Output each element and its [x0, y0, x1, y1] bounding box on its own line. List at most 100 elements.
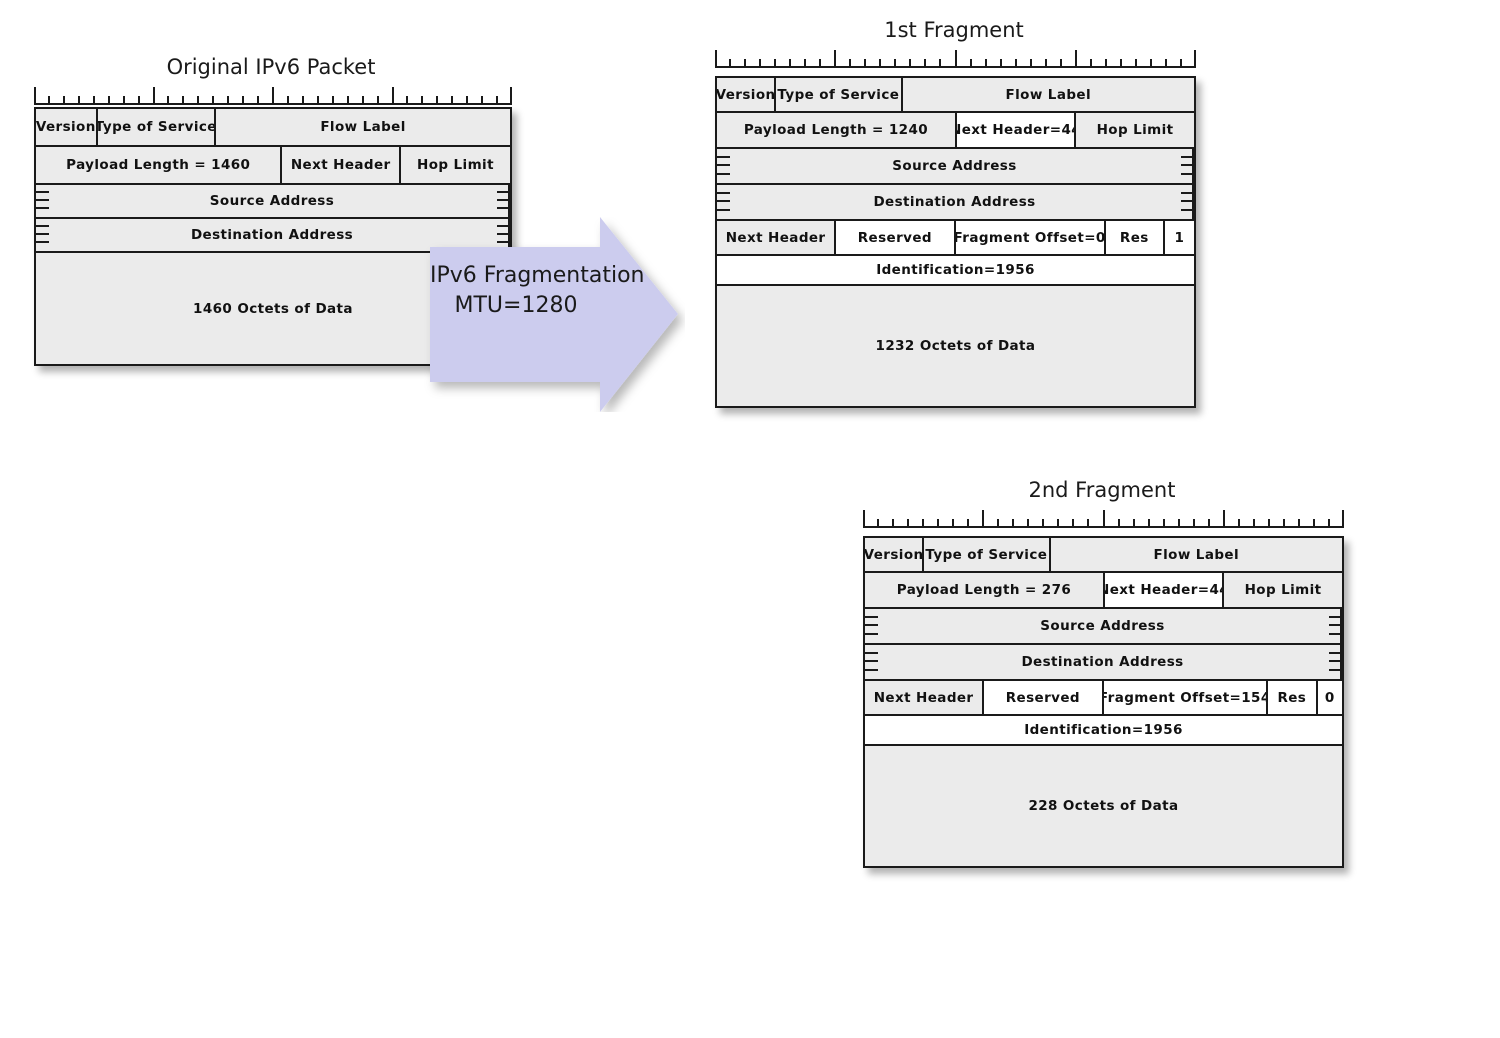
ruler-tick-minor: [406, 96, 409, 105]
ruler-tick-minor: [242, 96, 245, 105]
ruler-tick-minor: [939, 59, 942, 68]
ruler-tick-minor: [62, 96, 65, 105]
ruler-tick-minor: [122, 96, 125, 105]
ruler-tick-major: [863, 510, 865, 528]
field-cell: Flow Label: [216, 109, 510, 145]
row-source-address: Source Address: [865, 609, 1342, 645]
field-cell: Next Header: [282, 147, 401, 183]
ruler-tick-minor: [984, 59, 987, 68]
ruler-tick-minor: [849, 59, 852, 68]
ruler-tick-minor: [376, 96, 379, 105]
field-cell: Res: [1105, 221, 1165, 254]
ruler-tick-minor: [922, 519, 925, 528]
ruler-tick-minor: [1072, 519, 1075, 528]
ruler-tick-minor: [1014, 59, 1017, 68]
ruler-tick-minor: [877, 519, 880, 528]
ruler-tick-minor: [286, 96, 289, 105]
bit-ruler-fragment1: [715, 50, 1196, 68]
ruler-tick-major: [152, 87, 155, 105]
ruler-tick-minor: [1134, 59, 1137, 68]
field-cell: Source Address: [865, 609, 1342, 643]
ruler-tick-minor: [421, 96, 424, 105]
ruler-tick-major: [715, 50, 717, 68]
ruler-tick-minor: [1327, 519, 1330, 528]
ruler-tick-minor: [1087, 519, 1090, 528]
field-cell: Reserved: [984, 681, 1104, 714]
row-source-address: Source Address: [36, 185, 510, 219]
field-cell: Next Header: [865, 681, 985, 714]
ruler-tick-minor: [1119, 59, 1122, 68]
row-destination-address: Destination Address: [717, 185, 1194, 221]
ruler-tick-minor: [182, 96, 185, 105]
field-cell: Payload Length = 1460: [36, 147, 283, 183]
field-cell: Payload Length = 1240: [717, 113, 957, 147]
ruler-tick-major: [1102, 510, 1105, 528]
arrow-shape-icon: [430, 217, 678, 412]
ruler-tick-minor: [1042, 519, 1045, 528]
field-cell: Flow Label: [1050, 538, 1342, 571]
row-identification: Identification=1956: [717, 256, 1194, 286]
ruler-tick-minor: [1179, 59, 1182, 68]
ruler-tick-minor: [436, 96, 439, 105]
field-cell: Hop Limit: [1224, 573, 1342, 607]
field-cell: 0: [1317, 681, 1342, 714]
field-cell: Fragment Offset=154: [1103, 681, 1269, 714]
row-destination-address: Destination Address: [36, 219, 510, 253]
ruler-tick-minor: [744, 59, 747, 68]
field-cell: Next Header: [717, 221, 837, 254]
ruler-tick-major: [272, 87, 274, 105]
packet-title-fragment2: 2nd Fragment: [1028, 478, 1176, 502]
ruler-tick-minor: [774, 59, 777, 68]
ruler-tick-minor: [1267, 519, 1270, 528]
ruler-tick-minor: [1192, 519, 1195, 528]
ruler-tick-major: [510, 87, 512, 105]
field-cell: 228 Octets of Data: [865, 746, 1342, 866]
packet-title-original: Original IPv6 Packet: [166, 55, 376, 79]
ruler-tick-minor: [481, 96, 484, 105]
bit-ruler-fragment2: [863, 510, 1344, 528]
ruler-tick-minor: [1237, 519, 1240, 528]
field-cell: Res: [1268, 681, 1318, 714]
ruler-tick-minor: [1057, 519, 1060, 528]
row-data: 1232 Octets of Data: [717, 286, 1194, 406]
ruler-tick-minor: [1147, 519, 1150, 528]
field-cell: Source Address: [36, 185, 510, 217]
ruler-tick-minor: [952, 519, 955, 528]
field-cell: Version: [36, 109, 98, 145]
ruler-tick-minor: [257, 96, 260, 105]
ruler-tick-minor: [301, 96, 304, 105]
ruler-tick-major: [391, 87, 394, 105]
ruler-tick-minor: [1104, 59, 1107, 68]
field-cell: 1: [1164, 221, 1194, 254]
field-cell: Fragment Offset=0: [955, 221, 1106, 254]
bit-ruler-original: [34, 87, 512, 105]
ruler-tick-minor: [1044, 59, 1047, 68]
field-cell: Payload Length = 276: [865, 573, 1105, 607]
ruler-tick-minor: [137, 96, 140, 105]
field-cell: Identification=1956: [717, 256, 1194, 284]
ruler-tick-major: [34, 87, 36, 105]
ruler-tick-minor: [879, 59, 882, 68]
field-cell: Reserved: [836, 221, 956, 254]
field-cell: Hop Limit: [400, 147, 510, 183]
ruler-tick-minor: [759, 59, 762, 68]
arrow-label: IPv6 Fragmentation MTU=1280: [430, 261, 644, 320]
ruler-tick-minor: [907, 519, 910, 528]
ruler-tick-minor: [1089, 59, 1092, 68]
ruler-tick-minor: [331, 96, 334, 105]
packet-title-fragment1: 1st Fragment: [884, 18, 1024, 42]
field-cell: Type of Service: [924, 538, 1051, 571]
fragmentation-arrow: IPv6 Fragmentation MTU=1280: [420, 217, 685, 412]
ruler-tick-minor: [1132, 519, 1135, 528]
ruler-tick-minor: [999, 59, 1002, 68]
field-cell: Version: [717, 78, 777, 111]
ruler-tick-minor: [227, 96, 230, 105]
field-cell: Hop Limit: [1076, 113, 1194, 147]
